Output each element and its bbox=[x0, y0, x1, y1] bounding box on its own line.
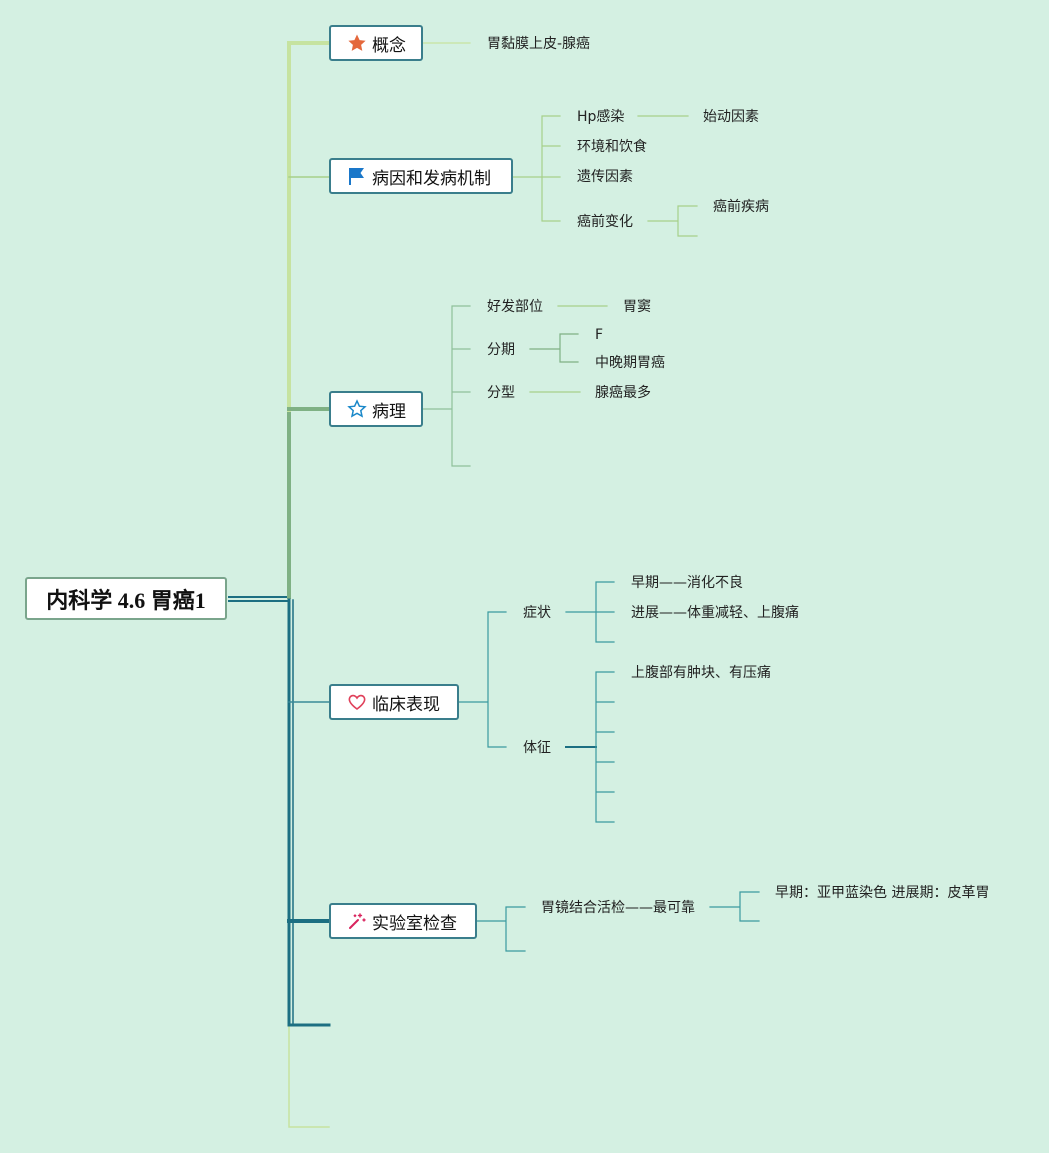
branch-concept[interactable]: 概念 bbox=[329, 25, 423, 61]
lab-gastroscopy[interactable]: 胃镜结合活检——最可靠 bbox=[541, 900, 695, 916]
pathology-type[interactable]: 分型 bbox=[487, 385, 515, 401]
branch-concept-label: 概念 bbox=[372, 35, 406, 56]
branch-lab-label: 实验室检查 bbox=[372, 913, 457, 934]
cause-precancer[interactable]: 癌前变化 bbox=[577, 214, 633, 230]
clinical-sign-child-1[interactable]: 上腹部有肿块、有压痛 bbox=[631, 665, 771, 681]
pathology-stage-child-2[interactable]: 中晚期胃癌 bbox=[595, 355, 665, 371]
clinical-symptom-child-1[interactable]: 早期——消化不良 bbox=[631, 575, 743, 591]
flag-icon bbox=[346, 165, 368, 187]
branch-clinical[interactable]: 临床表现 bbox=[329, 684, 459, 720]
pathology-stage-child-1[interactable]: F bbox=[595, 327, 604, 343]
star-outline-icon bbox=[346, 398, 368, 420]
cause-hp-child[interactable]: 始动因素 bbox=[703, 109, 759, 125]
cause-env[interactable]: 环境和饮食 bbox=[577, 139, 647, 155]
pathology-stage[interactable]: 分期 bbox=[487, 342, 515, 358]
heart-icon bbox=[346, 691, 368, 713]
branch-clinical-label: 临床表现 bbox=[372, 694, 440, 715]
root-topic[interactable]: 内科学 4.6 胃癌1 bbox=[25, 577, 227, 620]
concept-item[interactable]: 胃黏膜上皮-腺癌 bbox=[487, 36, 591, 52]
branch-pathology[interactable]: 病理 bbox=[329, 391, 423, 427]
star-filled-icon bbox=[346, 32, 368, 54]
cause-hp[interactable]: Hp感染 bbox=[577, 109, 625, 125]
clinical-symptom[interactable]: 症状 bbox=[523, 605, 551, 621]
pathology-site[interactable]: 好发部位 bbox=[487, 299, 543, 315]
branch-pathology-label: 病理 bbox=[372, 401, 406, 422]
cause-genetic[interactable]: 遗传因素 bbox=[577, 169, 633, 185]
magic-wand-icon bbox=[346, 910, 368, 932]
clinical-symptom-child-2[interactable]: 进展——体重减轻、上腹痛 bbox=[631, 605, 799, 621]
pathology-type-child[interactable]: 腺癌最多 bbox=[595, 385, 651, 401]
cause-precancer-child[interactable]: 癌前疾病 bbox=[713, 199, 769, 215]
lab-gastroscopy-child[interactable]: 早期：亚甲蓝染色 进展期：皮革胃 bbox=[775, 885, 990, 901]
pathology-site-child[interactable]: 胃窦 bbox=[623, 299, 651, 315]
branch-cause-label: 病因和发病机制 bbox=[372, 168, 491, 189]
clinical-sign[interactable]: 体征 bbox=[523, 740, 551, 756]
branch-lab[interactable]: 实验室检查 bbox=[329, 903, 477, 939]
branch-cause[interactable]: 病因和发病机制 bbox=[329, 158, 513, 194]
